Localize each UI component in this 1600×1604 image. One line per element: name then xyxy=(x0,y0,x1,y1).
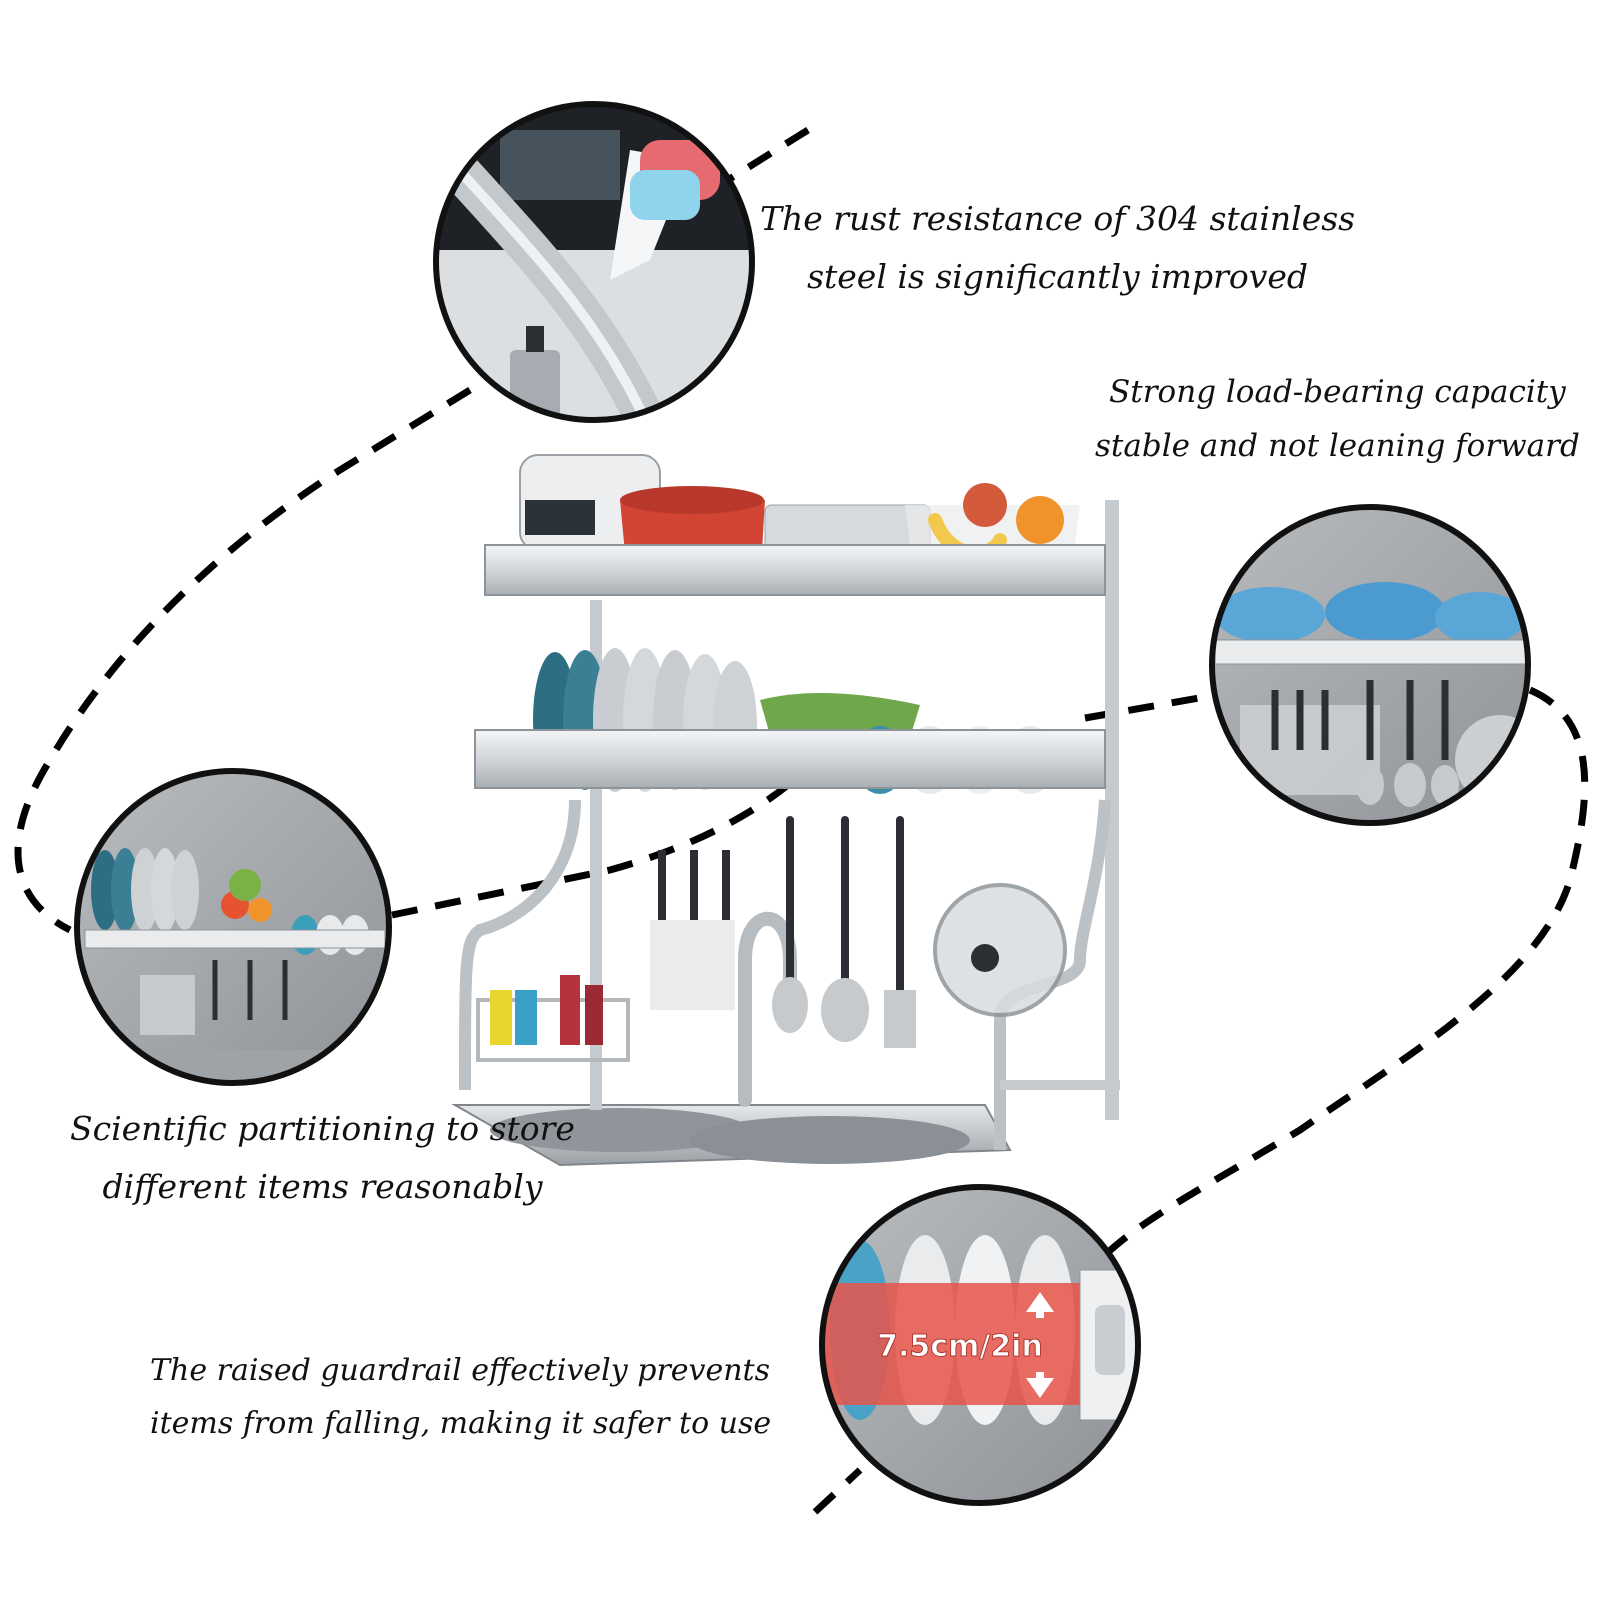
caption-load-line2: stable and not leaning forward xyxy=(1095,428,1580,465)
connector-guardrail xyxy=(812,1467,863,1515)
knives xyxy=(650,850,735,1010)
bottle-red-2 xyxy=(585,985,603,1045)
dish-rack-product xyxy=(451,454,1120,1167)
caption-rust-resistance: The rust resistance of 304 stainless ste… xyxy=(760,190,1355,306)
top-shelf-rail xyxy=(484,544,1106,596)
caption-rust-line1: The rust resistance of 304 stainless xyxy=(760,199,1356,238)
pot-lid xyxy=(933,883,1067,1017)
sink-right-bowl xyxy=(690,1116,970,1164)
detail-circle-partition xyxy=(74,768,392,1086)
rack-post-right xyxy=(1105,500,1119,1120)
rack-arch-left xyxy=(459,799,581,1091)
caption-load-bearing: Strong load-bearing capacity stable and … xyxy=(1095,365,1580,474)
bottle-red xyxy=(560,975,580,1045)
caption-partition-line1: Scientific partitioning to store xyxy=(70,1109,575,1148)
caption-partitioning: Scientific partitioning to store differe… xyxy=(70,1100,575,1216)
sink-left-bowl xyxy=(490,1108,750,1152)
fruit-orange xyxy=(1016,496,1064,544)
red-pot-lid xyxy=(620,486,764,514)
detail-circle-load xyxy=(1209,504,1531,826)
fruit-apple xyxy=(963,483,1007,527)
rice-cooker-panel xyxy=(525,500,595,535)
middle-shelf-rail xyxy=(474,729,1106,789)
caption-rust-line2: steel is significantly improved xyxy=(807,256,1309,296)
caption-guardrail: The raised guardrail effectively prevent… xyxy=(150,1345,771,1450)
hanging-utensils xyxy=(772,816,916,1048)
rack-bottom-frame xyxy=(1000,1080,1120,1090)
caption-guardrail-line1: The raised guardrail effectively prevent… xyxy=(150,1353,771,1388)
connector-rust-to-left xyxy=(14,127,810,934)
detail-circle-guardrail: 7.5cm/2in xyxy=(819,1184,1141,1506)
caption-load-line1: Strong load-bearing capacity xyxy=(1109,374,1566,410)
pot-lid-knob xyxy=(971,944,999,972)
caption-partition-line2: different items reasonably xyxy=(102,1166,543,1206)
caption-guardrail-line2: items from falling, making it safer to u… xyxy=(150,1405,772,1441)
detail-circle-rust xyxy=(433,101,755,423)
sponge-yellow xyxy=(490,990,512,1045)
sponge-basket xyxy=(476,998,630,1062)
sponge-blue xyxy=(515,990,537,1045)
guardrail-height-badge: 7.5cm/2in xyxy=(877,1329,1043,1364)
